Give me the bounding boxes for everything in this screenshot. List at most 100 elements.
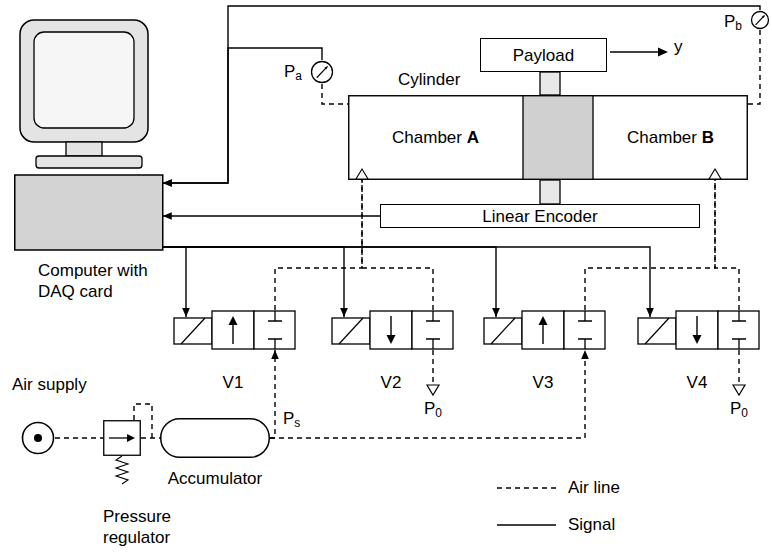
valve-label: V3	[522, 372, 564, 393]
regulator-body	[104, 421, 141, 456]
monitor-screen	[34, 32, 134, 128]
air-line	[362, 180, 433, 310]
air-line	[270, 350, 279, 438]
gauge-label: Pb	[724, 11, 748, 32]
solenoid	[638, 318, 676, 344]
exhaust-symbol	[427, 385, 439, 395]
connector-path	[163, 247, 344, 317]
flow-arrow-head	[387, 335, 396, 344]
supply-circle	[23, 423, 54, 454]
signal-line	[163, 48, 322, 187]
computer-icon	[14, 18, 164, 253]
connector-path	[362, 180, 433, 310]
blocked-port	[268, 311, 282, 349]
connector-path	[163, 215, 380, 216]
gauge-needle	[756, 16, 764, 25]
flow-arrow	[542, 323, 543, 344]
solenoid-slash	[339, 318, 363, 344]
blocked-port	[578, 311, 592, 349]
gauge-needle	[317, 67, 327, 78]
valve-node: V4	[636, 310, 760, 394]
arrow-head	[340, 308, 348, 317]
solenoid-valve	[636, 310, 760, 350]
solenoid-valve	[172, 310, 296, 350]
connector-path	[141, 437, 160, 438]
chamber-letter: B	[702, 128, 714, 147]
gauge-dial	[752, 12, 769, 29]
connector-path	[715, 180, 739, 310]
valve-label: V4	[676, 372, 718, 393]
pressure-gauge	[310, 60, 334, 84]
legend-label: Signal	[568, 514, 615, 535]
valve-position	[412, 311, 453, 349]
gauge-label: Pa	[284, 61, 308, 82]
monitor-foot	[36, 156, 142, 168]
legend-label: Air line	[568, 477, 620, 498]
regulator-flow-head	[127, 434, 135, 442]
connector-path	[585, 180, 715, 310]
connector-path	[163, 247, 496, 317]
chamber-label: Chamber B	[627, 127, 714, 148]
cylinder-barrel	[349, 96, 748, 180]
accumulator-tank	[161, 419, 270, 458]
pressure-label: P0	[730, 398, 748, 419]
piston-rod	[540, 180, 560, 204]
arrow-head	[581, 350, 589, 359]
valve-label: V1	[212, 372, 254, 393]
solenoid-slash	[645, 318, 669, 344]
signal-line	[163, 247, 348, 317]
blocked-port	[426, 311, 440, 349]
flow-arrow	[232, 323, 233, 344]
blocked-port	[732, 311, 746, 349]
connector-path	[270, 350, 275, 438]
connector-path	[55, 437, 103, 438]
monitor-neck	[66, 142, 102, 156]
subscript: b	[735, 19, 742, 33]
valve-position	[212, 311, 254, 349]
air-line	[748, 30, 760, 104]
signal-line	[163, 247, 654, 317]
chamber-node: Chamber A	[348, 95, 523, 180]
connector-path	[270, 350, 585, 438]
subscript: 0	[741, 406, 748, 420]
arrow-head	[658, 48, 668, 57]
valve-position	[254, 311, 295, 349]
gauge-dial	[312, 62, 333, 83]
flow-arrow-head	[229, 316, 238, 325]
connector-path	[163, 247, 650, 317]
air-supply-symbol	[21, 421, 55, 455]
valve-position	[676, 311, 718, 349]
connector-path	[322, 84, 348, 104]
air-supply-label: Air supply	[12, 374, 108, 395]
encoder-box: Linear Encoder	[380, 204, 700, 228]
pressure-regulator-symbol	[103, 420, 141, 456]
pressure-label: Ps	[283, 408, 300, 429]
air-line	[141, 438, 160, 439]
payload-box-label: Payload	[513, 45, 574, 66]
subscript: a	[295, 69, 302, 83]
solenoid-slash	[181, 318, 205, 344]
flow-arrow	[696, 316, 697, 337]
accumulator-label: Accumulator	[160, 468, 270, 489]
supply-dot	[34, 434, 42, 442]
air-line	[270, 350, 589, 438]
signal-line	[163, 247, 500, 317]
solenoid-valve	[482, 310, 606, 350]
signal-line	[163, 212, 380, 220]
direction-arrow	[610, 51, 660, 52]
signal-line	[163, 247, 190, 317]
arrow-head	[182, 308, 190, 317]
encoder-box-label: Linear Encoder	[482, 206, 597, 227]
arrow-head	[163, 212, 172, 220]
computer-label: Computer with DAQ card	[38, 260, 164, 302]
solenoid-slash	[491, 318, 515, 344]
monitor-frame	[20, 20, 148, 142]
solenoid	[174, 318, 212, 344]
computer-case	[15, 175, 163, 250]
gauge-needle-head	[324, 66, 328, 70]
pressure-label: P0	[424, 398, 442, 419]
air-line	[55, 438, 103, 439]
air-node: Air supply	[12, 374, 108, 458]
valve-node: V2	[330, 310, 454, 394]
